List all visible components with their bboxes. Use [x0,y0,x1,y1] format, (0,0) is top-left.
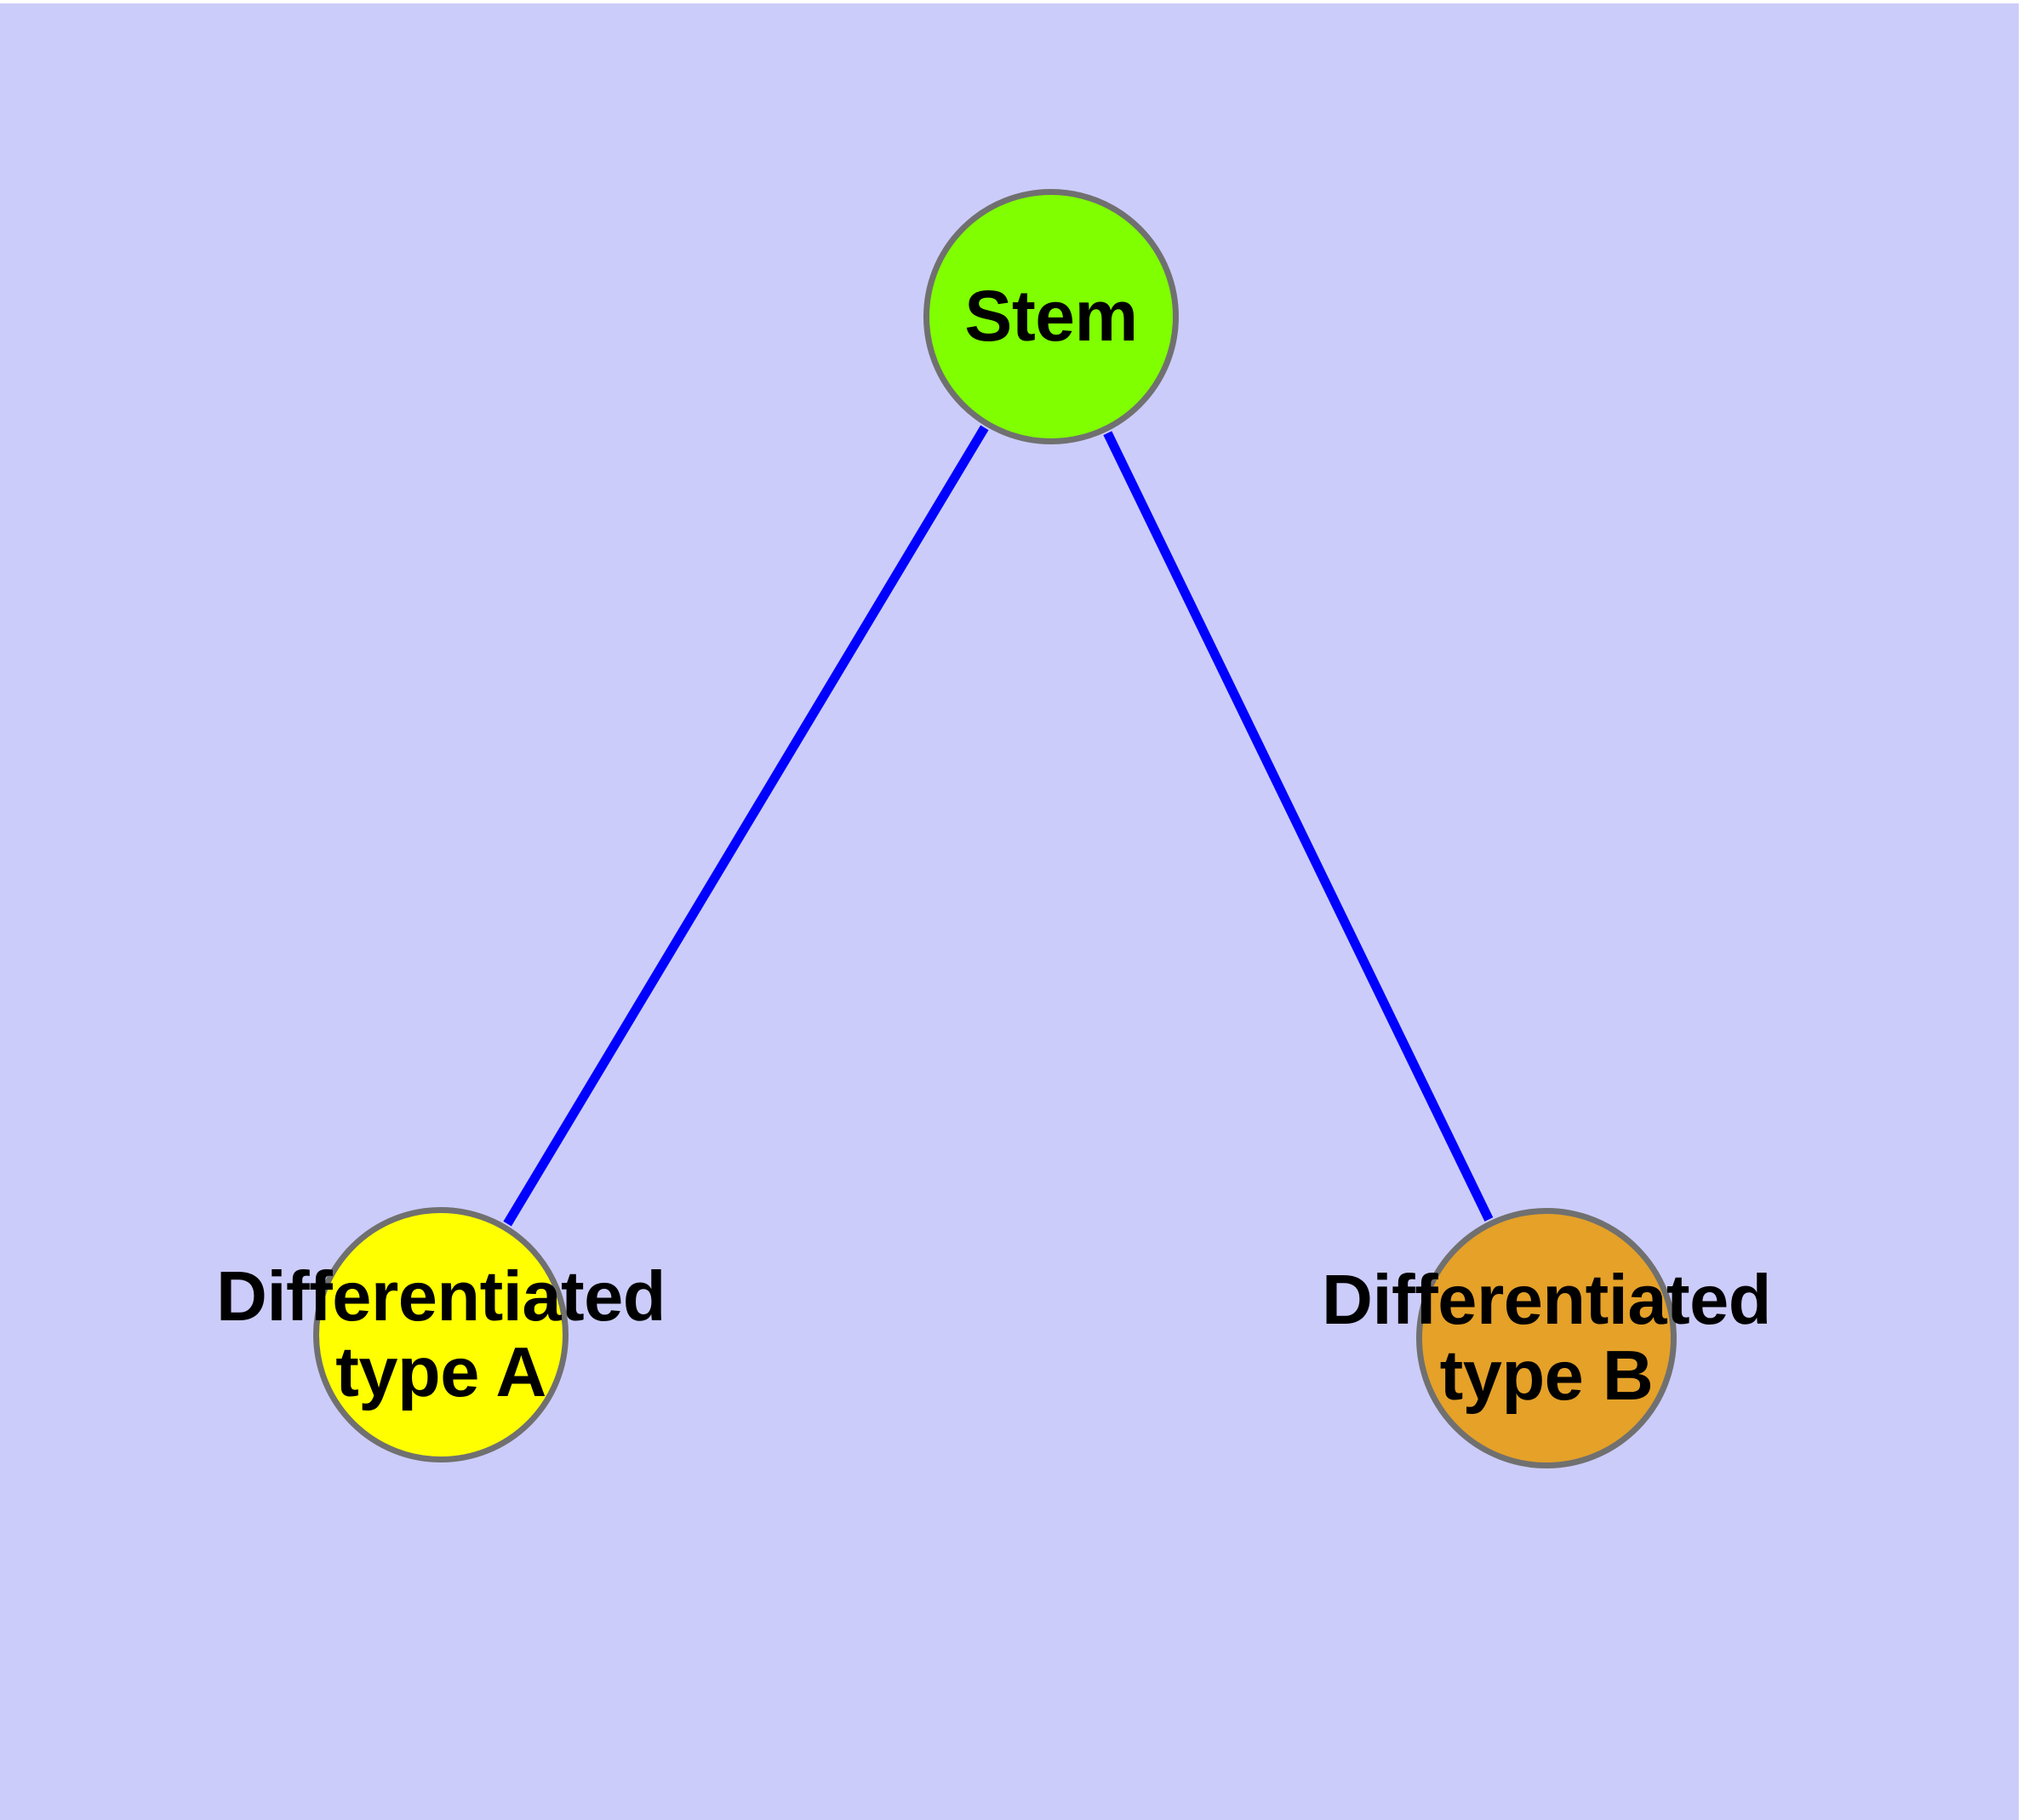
node-layer [313,189,1677,1468]
graph-node-diff_b[interactable] [1416,1208,1677,1468]
graph-node-diff_a[interactable] [313,1207,569,1462]
graph-edge-stem-to-b [1103,431,1494,1222]
graph-edge-stem-to-a [503,425,989,1227]
graph-node-stem[interactable] [923,189,1179,444]
edge-layer [503,425,1494,1227]
